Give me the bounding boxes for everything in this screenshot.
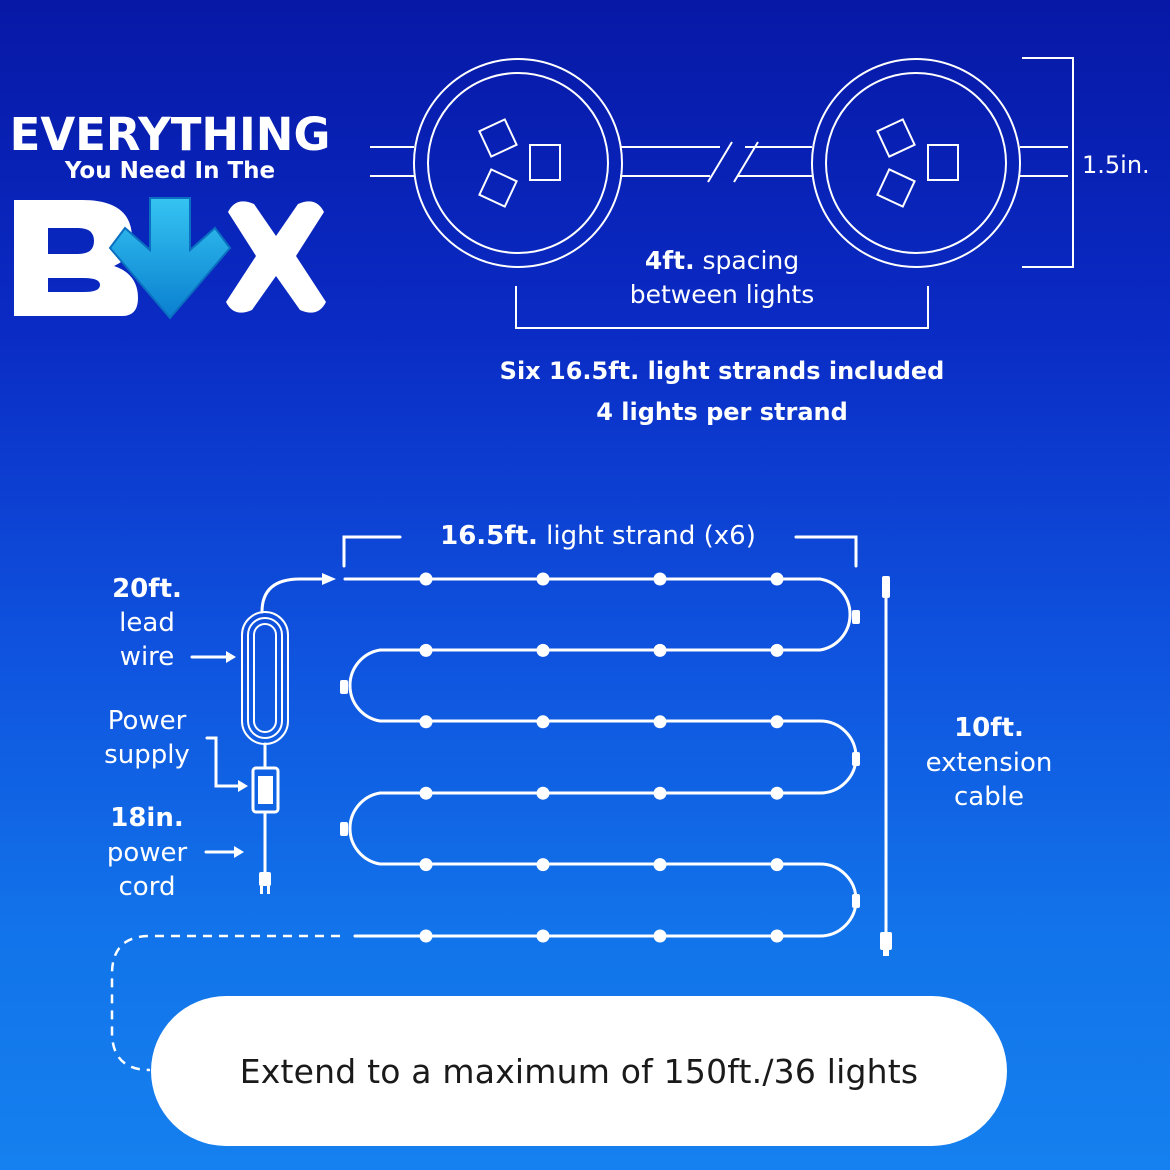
strand-label: 16.5ft. light strand (x6)	[440, 521, 756, 551]
light-bulb	[653, 715, 667, 729]
led-chip-icon	[876, 168, 916, 208]
spacing-label: 4ft. spacing	[645, 246, 799, 275]
power-supply-label-line1: Power	[108, 706, 187, 736]
serpentine-strand	[343, 577, 858, 938]
light-bulb	[536, 858, 550, 872]
lead-wire-arrow	[190, 651, 236, 663]
led-chip-icon	[478, 118, 518, 158]
max-extension-banner: Extend to a maximum of 150ft./36 lights	[151, 996, 1007, 1146]
power-cord-length: 18in.	[110, 803, 183, 833]
power-cord-arrow	[204, 846, 244, 858]
light-bulb	[536, 643, 550, 657]
lights-per-strand-text: 4 lights per strand	[596, 398, 848, 426]
light-bulb	[419, 858, 433, 872]
led-chip-icon	[927, 144, 959, 181]
logo-line-you-need: You Need In The	[64, 158, 275, 184]
strands-included-text: Six 16.5ft. light strands included	[500, 357, 945, 385]
power-supply-arrow	[205, 736, 248, 792]
light-bulb	[770, 786, 784, 800]
lead-wire-label-line2: lead	[119, 608, 175, 638]
strand-bracket-right	[794, 535, 858, 568]
height-label: 1.5in.	[1082, 151, 1150, 179]
puck-light-1	[413, 58, 623, 268]
light-bulb	[536, 715, 550, 729]
light-bulb	[653, 929, 667, 943]
light-bulb	[770, 643, 784, 657]
lead-wire-coil	[241, 573, 336, 770]
light-dimension-diagram: 1.5in. 4ft. spacing between lights Six 1…	[370, 57, 1150, 426]
spacing-label-line2: between lights	[630, 280, 815, 309]
led-chip-icon	[478, 168, 518, 208]
max-extension-text: Extend to a maximum of 150ft./36 lights	[239, 1051, 919, 1091]
power-cord-label-line3: cord	[119, 872, 176, 902]
light-bulb	[536, 572, 550, 586]
led-chip-icon	[529, 144, 561, 181]
light-bulb	[419, 715, 433, 729]
light-bulb	[653, 643, 667, 657]
extension-cable-length: 10ft.	[954, 713, 1024, 743]
strand-bracket-left	[342, 535, 402, 568]
logo-line-everything: EVERYTHING	[10, 108, 331, 161]
extension-cable-label-line3: cable	[954, 782, 1024, 812]
wire-break-mark	[707, 141, 733, 183]
lead-wire-label-line3: wire	[120, 642, 175, 672]
light-bulb	[419, 643, 433, 657]
led-chip-icon	[876, 118, 916, 158]
power-supply-box-inner	[258, 776, 273, 804]
box-logo: EVERYTHING You Need In The	[10, 108, 331, 320]
logo-arrow-icon	[108, 197, 232, 320]
light-bulb	[536, 786, 550, 800]
light-bulb	[653, 786, 667, 800]
light-bulb	[770, 858, 784, 872]
strand-layout-diagram: 16.5ft. light strand (x6)	[104, 521, 1053, 1072]
light-bulb	[536, 929, 550, 943]
light-bulb	[653, 858, 667, 872]
light-bulb	[419, 572, 433, 586]
spacing-bracket	[515, 286, 929, 329]
power-cord-label-line2: power	[107, 838, 188, 868]
light-bulb	[770, 715, 784, 729]
logo-letter-b	[14, 200, 138, 316]
extension-cable	[880, 576, 892, 956]
puck-light-2	[811, 58, 1021, 268]
plug-icon	[259, 872, 271, 894]
light-bulb	[419, 786, 433, 800]
lead-wire-length: 20ft.	[112, 574, 182, 604]
light-bulb	[653, 572, 667, 586]
light-bulb	[770, 572, 784, 586]
strand-connectors	[340, 610, 860, 908]
height-bracket	[1022, 57, 1074, 268]
light-bulbs	[419, 572, 784, 943]
power-supply-label-line2: supply	[104, 740, 190, 770]
extension-cable-label-line2: extension	[926, 748, 1053, 778]
light-bulb	[419, 929, 433, 943]
light-bulb	[770, 929, 784, 943]
logo-letter-x	[226, 201, 326, 313]
